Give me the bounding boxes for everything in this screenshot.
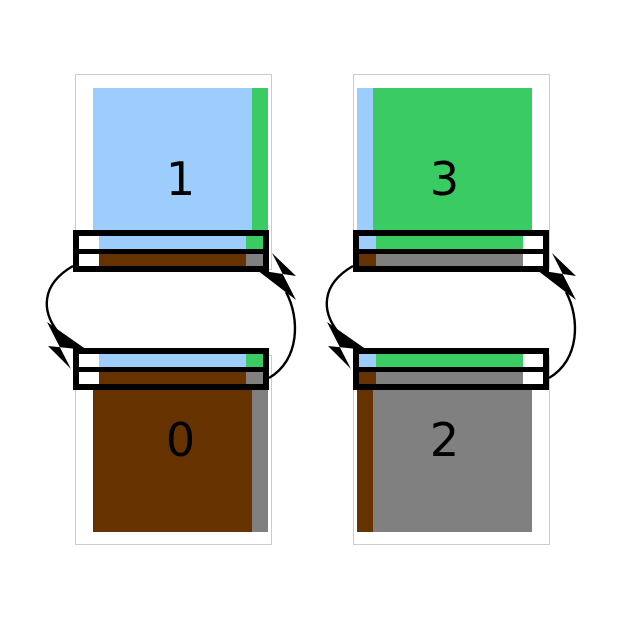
cell-empty (522, 253, 543, 266)
cell-green (375, 236, 523, 249)
cell-gray (246, 371, 263, 384)
segment-green (252, 88, 268, 270)
cell-blue (99, 354, 247, 367)
cell-gray (375, 371, 523, 384)
cell-brown (359, 253, 376, 266)
cell-empty (79, 253, 100, 266)
strip-widget-1[interactable] (73, 230, 269, 272)
strip-row-bottom[interactable] (79, 371, 263, 384)
strip-row-top[interactable] (79, 354, 263, 367)
cell-empty (79, 371, 100, 384)
arrow-left-down-path (45, 264, 74, 333)
arrow-right-up-path (548, 291, 577, 380)
cell-empty (79, 236, 100, 249)
strip-row-top[interactable] (359, 236, 543, 249)
panel-label-0: 0 (165, 413, 196, 467)
strip-widget-3[interactable] (353, 230, 549, 272)
cell-empty (522, 236, 543, 249)
cell-blue (99, 236, 247, 249)
segment-blue (357, 88, 373, 270)
strip-row-bottom[interactable] (359, 371, 543, 384)
cell-empty (79, 354, 100, 367)
strip-row-bottom[interactable] (359, 253, 543, 266)
cell-brown (359, 371, 376, 384)
segment-gray (252, 348, 268, 532)
arrow-left-up-path (268, 291, 297, 380)
arrow-right-down-path (325, 264, 354, 333)
panel-label-1: 1 (165, 152, 196, 206)
cell-empty (522, 354, 543, 367)
cell-gray (375, 253, 523, 266)
strip-row-top[interactable] (79, 236, 263, 249)
panel-label-3: 3 (429, 152, 460, 206)
strip-widget-2[interactable] (353, 348, 549, 390)
segment-brown (357, 348, 373, 532)
cell-green (246, 236, 263, 249)
cell-blue (359, 354, 376, 367)
cell-brown (99, 371, 247, 384)
cell-gray (246, 253, 263, 266)
strip-widget-0[interactable] (73, 348, 269, 390)
strip-row-bottom[interactable] (79, 253, 263, 266)
cell-green (375, 354, 523, 367)
strip-row-top[interactable] (359, 354, 543, 367)
panel-label-2: 2 (429, 413, 460, 467)
cell-green (246, 354, 263, 367)
cell-brown (99, 253, 247, 266)
cell-empty (522, 371, 543, 384)
cell-blue (359, 236, 376, 249)
